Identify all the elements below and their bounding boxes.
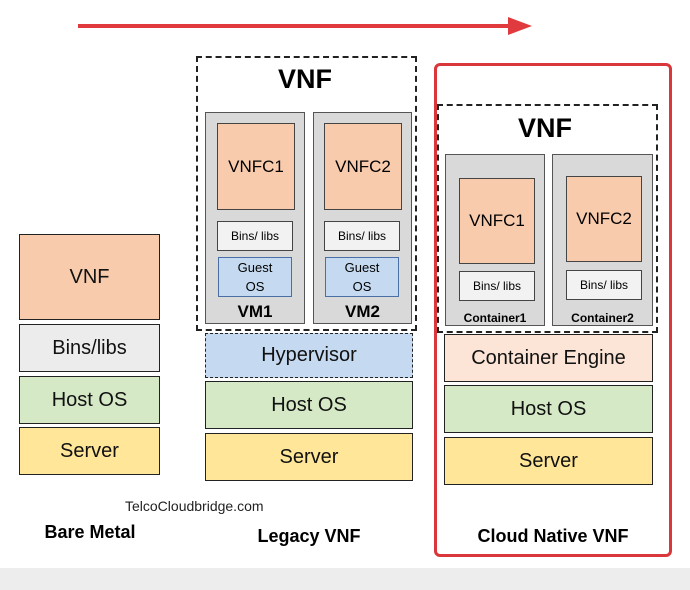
legacy-title: Legacy VNF <box>257 526 361 546</box>
container1-bins: Bins/ libs <box>459 271 535 301</box>
legacy-vnf-boundary <box>196 56 417 331</box>
bare-metal-host-os-layer: Host OS <box>19 376 160 424</box>
cloud-native-host-os-layer: Host OS <box>444 385 653 433</box>
cloud-native-title: Cloud Native VNF <box>477 526 629 546</box>
bottom-strip <box>0 568 690 590</box>
container2-label: Container2 <box>571 311 634 325</box>
bare-metal-bins-layer: Bins/libs <box>19 324 160 372</box>
container1-label: Container1 <box>463 311 527 325</box>
bare-metal-title: Bare Metal <box>44 522 136 542</box>
legacy-host-os-layer: Host OS <box>205 381 413 429</box>
legacy-server-layer: Server <box>205 433 413 481</box>
vm1-bins: Bins/ libs <box>217 221 293 251</box>
vm1-label: VM1 <box>237 302 273 321</box>
legacy-vnf-title: VNF <box>278 64 332 94</box>
watermark: TelcoCloudbridge.com <box>125 498 264 514</box>
cloud-native-highlight-frame <box>434 63 672 557</box>
vm2-bins: Bins/ libs <box>324 221 400 251</box>
container2-vnfc: VNFC2 <box>566 176 642 262</box>
cloud-native-server-layer: Server <box>444 437 653 485</box>
bare-metal-vnf-layer: VNF <box>19 234 160 320</box>
container1-vnfc: VNFC1 <box>459 178 535 264</box>
container2-bins: Bins/ libs <box>566 270 642 300</box>
vm1-guest-os: Guest OS <box>218 257 292 297</box>
cloud-native-container-engine-layer: Container Engine <box>444 334 653 382</box>
cloud-native-vnf-boundary <box>437 104 658 333</box>
vm2-guest-os: Guest OS <box>325 257 399 297</box>
vm2-vnfc: VNFC2 <box>324 123 402 210</box>
bare-metal-server-layer: Server <box>19 427 160 475</box>
vm1-vnfc: VNFC1 <box>217 123 295 210</box>
arrow-right-icon <box>78 17 532 35</box>
vm2-label: VM2 <box>345 302 380 321</box>
cloud-native-vnf-title: VNF <box>518 113 572 143</box>
legacy-hypervisor-layer: Hypervisor <box>205 333 413 378</box>
